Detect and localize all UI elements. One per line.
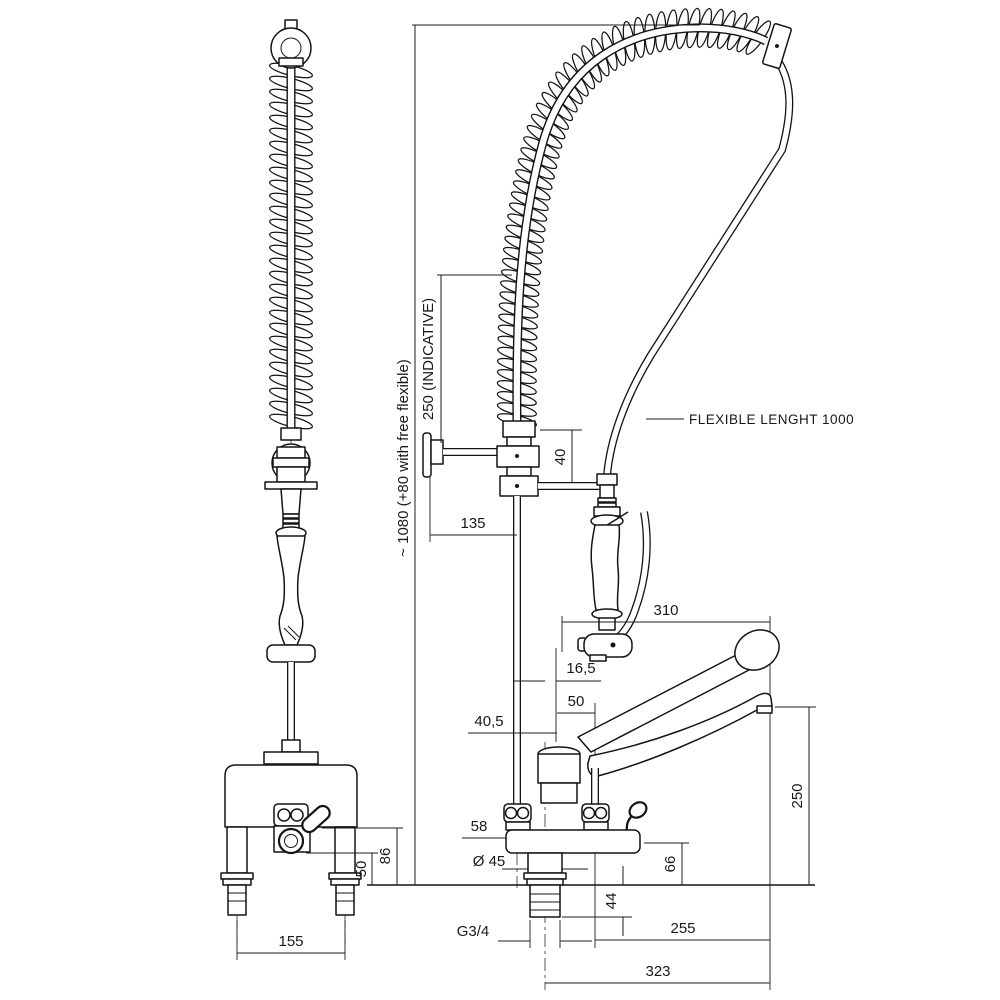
gun-grip [590, 524, 621, 611]
base-neck-d45 [527, 852, 563, 874]
dim-66: 66 [662, 856, 679, 873]
dim-50-front: 50 [353, 861, 370, 878]
clinical-handle-paddle [734, 629, 780, 671]
flow-lever-side [628, 801, 648, 819]
threaded-shank [529, 884, 561, 918]
dim-323: 323 [645, 963, 670, 980]
ball-joint [594, 806, 608, 820]
base-flange [523, 872, 567, 880]
wall-flange-stem [430, 439, 444, 465]
gun-flange-plate [264, 481, 318, 490]
leg-shank [335, 884, 355, 916]
gun-valve-block [276, 446, 306, 459]
hatch-line [287, 625, 300, 638]
column-collar [506, 466, 532, 477]
gun-neck [599, 484, 615, 499]
spring-top-collar [278, 57, 304, 67]
trigger-pivot [610, 642, 616, 648]
front-view: 86 50 155 [220, 19, 403, 960]
gun-inlet-fitting [596, 473, 618, 486]
dim-86: 86 [377, 848, 394, 865]
gun-nozzle-flange [266, 644, 316, 663]
dim-40: 40 [552, 449, 569, 466]
ball-joint [582, 806, 596, 820]
body-leg [226, 826, 248, 874]
dim-250: 250 [789, 783, 806, 808]
dim-155: 155 [278, 933, 303, 950]
body-leg [334, 826, 356, 874]
gun-head-neck [598, 617, 616, 631]
body-top-plate [263, 751, 319, 765]
dim-255: 255 [670, 920, 695, 937]
gun-body [276, 466, 306, 483]
riser-coupling [281, 739, 301, 753]
flow-lever-front [301, 804, 331, 834]
hatch-line [283, 627, 297, 641]
spring-coil [496, 7, 772, 428]
dim-50-side: 50 [568, 693, 585, 710]
base-flange [526, 878, 564, 886]
hose-end-connector [762, 23, 792, 69]
side-outlet-bore [284, 834, 298, 848]
dim-58: 58 [471, 818, 488, 835]
side-view: ~ 1080 (+80 with free flexible) 250 (IND… [367, 7, 854, 990]
joint-clamp [505, 821, 531, 831]
side-outlet-port [277, 827, 305, 855]
dim-16-5: 16,5 [566, 660, 595, 677]
gun-rib [597, 497, 617, 503]
leg-shank [227, 884, 247, 916]
dim-310: 310 [653, 602, 678, 619]
leg-flange [222, 878, 252, 886]
spray-outlet [589, 654, 607, 662]
leg-flange [330, 878, 360, 886]
body-upper-block [537, 753, 581, 784]
gun-rib [282, 513, 300, 519]
wall-flange [422, 432, 432, 478]
leg-flange [220, 872, 254, 880]
spray-head [583, 633, 633, 658]
body-base-block [505, 829, 641, 854]
dim-thread-g34: G3/4 [457, 923, 490, 940]
gun-inlet-fitting [280, 427, 302, 441]
column-collar [506, 436, 532, 447]
gun-rib [282, 518, 300, 524]
dim-diameter-45: Ø 45 [473, 853, 506, 870]
column-spring-collar [502, 420, 536, 438]
body-mid-block [540, 782, 578, 804]
ball-joint [504, 806, 518, 820]
ball-joint [277, 808, 291, 822]
ball-joint [290, 808, 304, 822]
joint-clamp [583, 821, 609, 831]
flexible-length-note: FLEXIBLE LENGHT 1000 [689, 412, 854, 427]
dim-135: 135 [460, 515, 485, 532]
dim-overall-height: ~ 1080 (+80 with free flexible) [395, 359, 412, 557]
dim-250-indicative: 250 (INDICATIVE) [420, 298, 437, 420]
ball-joint [516, 806, 530, 820]
gun-neck [280, 488, 302, 515]
gun-valve-block [272, 457, 310, 468]
dim-44: 44 [603, 893, 620, 910]
dim-40-5: 40,5 [474, 713, 503, 730]
spout-aerator [756, 705, 773, 714]
